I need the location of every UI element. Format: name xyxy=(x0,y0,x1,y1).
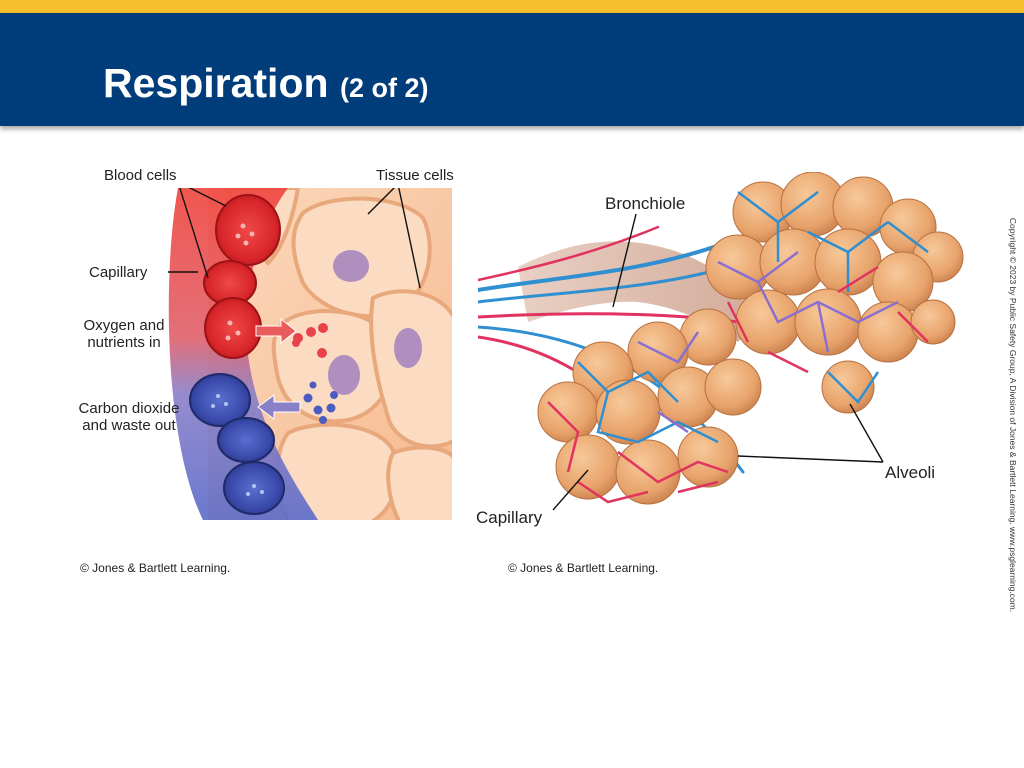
capillary-exchange-illustration xyxy=(168,188,452,520)
label-capillary-right: Capillary xyxy=(476,508,543,527)
title-bar: Respiration (2 of 2) xyxy=(0,13,1024,126)
slide-title: Respiration (2 of 2) xyxy=(103,60,428,107)
red-blood-cells xyxy=(203,194,281,359)
carbon-dioxide-out-arrow xyxy=(257,394,301,420)
alveoli-sacs xyxy=(537,172,964,505)
side-copyright: Copyright © 2023 by Public Safety Group,… xyxy=(1008,217,1018,613)
carbon-dioxide-molecules xyxy=(303,381,338,424)
header-accent-stripe xyxy=(0,0,1024,13)
credit-left: © Jones & Bartlett Learning. xyxy=(80,561,231,575)
oxygen-molecules xyxy=(292,323,328,358)
oxygen-in-arrow xyxy=(255,317,297,345)
label-alveoli: Alveoli xyxy=(885,463,936,482)
cell-nuclei xyxy=(328,250,422,395)
capillary-network xyxy=(547,191,929,504)
label-tissue-cells: Tissue cells xyxy=(376,167,454,184)
label-bronchiole: Bronchiole xyxy=(605,194,686,213)
label-blood-cells: Blood cells xyxy=(104,167,177,184)
left-leader-lines xyxy=(168,188,421,289)
slide-title-sub: (2 of 2) xyxy=(339,73,429,103)
right-leader-lines xyxy=(552,213,884,511)
credit-right: © Jones & Bartlett Learning. xyxy=(508,561,659,575)
slide-title-main: Respiration xyxy=(103,60,329,106)
label-capillary-left: Capillary xyxy=(89,264,148,281)
alveoli-illustration xyxy=(478,172,964,511)
